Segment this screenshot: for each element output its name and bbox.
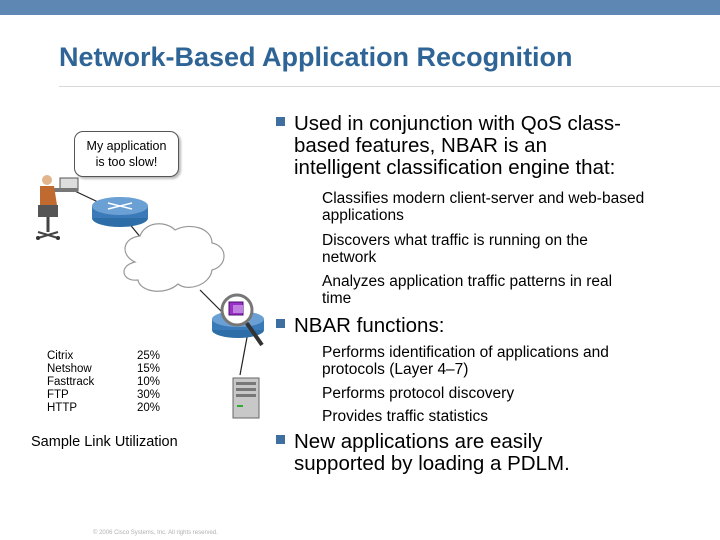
- copyright-footer: © 2006 Cisco Systems, Inc. All rights re…: [93, 530, 218, 536]
- link-router-server: [239, 331, 249, 376]
- bubble-line-2: is too slow!: [95, 155, 158, 169]
- server-icon: [232, 377, 260, 419]
- sub-bullet-identification: Performs identification of applications …: [322, 344, 707, 378]
- wan-cloud-icon: [123, 223, 225, 292]
- sub-bullet-analyzes: Analyzes application traffic patterns in…: [322, 273, 707, 307]
- app-share: 20%: [137, 402, 161, 414]
- sub-bullet-line: network: [322, 249, 377, 266]
- sub-bullet-line: applications: [322, 207, 404, 224]
- share-column: 25% 15% 10% 30% 20%: [137, 350, 160, 415]
- bullet-square-icon: [276, 319, 285, 328]
- top-bar: [0, 0, 720, 15]
- app-share: 25%: [137, 350, 161, 362]
- app-share: 30%: [137, 389, 161, 401]
- user-workstation-icon: [36, 175, 79, 240]
- bullet-square-icon: [276, 435, 285, 444]
- magnifier-icon: [220, 293, 264, 347]
- app-name: Citrix: [47, 350, 74, 362]
- sub-bullet-line: Provides traffic statistics: [322, 408, 488, 425]
- sub-bullet-line: time: [322, 290, 352, 307]
- sub-bullet-statistics: Provides traffic statistics: [322, 408, 707, 425]
- speech-bubble: My application is too slow!: [74, 131, 179, 177]
- sub-bullet-line: Performs identification of applications …: [322, 344, 609, 361]
- sub-bullet-line: Performs protocol discovery: [322, 385, 515, 402]
- bullet-1-line: intelligent classification engine that:: [294, 156, 616, 179]
- app-name: Fasttrack: [47, 376, 95, 388]
- app-share: 15%: [137, 363, 161, 375]
- sub-bullet-discovery: Performs protocol discovery: [322, 385, 707, 402]
- sub-bullet-line: Discovers what traffic is running on the: [322, 232, 588, 249]
- title-divider: [59, 86, 720, 87]
- utilization-caption: Sample Link Utilization: [31, 434, 178, 450]
- bullet-1-line: based features, NBAR is an: [294, 134, 547, 157]
- bubble-line-1: My application: [86, 139, 167, 153]
- sub-bullet-discovers: Discovers what traffic is running on the…: [322, 232, 707, 266]
- sub-bullet-line: protocols (Layer 4–7): [322, 361, 469, 378]
- sub-bullet-classifies: Classifies modern client-server and web-…: [322, 190, 707, 224]
- app-name: Netshow: [47, 363, 92, 375]
- bullet-1-line: Used in conjunction with QoS class-: [294, 112, 622, 135]
- app-name: HTTP: [47, 402, 78, 414]
- router-icon: [92, 197, 148, 227]
- app-column: Citrix Netshow Fasttrack FTP HTTP: [47, 350, 94, 415]
- slide-title: Network-Based Application Recognition: [59, 42, 573, 72]
- app-share: 10%: [137, 376, 161, 388]
- bullet-3-line: New applications are easily: [294, 430, 543, 453]
- app-name: FTP: [47, 389, 69, 401]
- bullet-3-line: supported by loading a PDLM.: [294, 452, 570, 475]
- bullet-2-line: NBAR functions:: [294, 314, 445, 337]
- bullet-square-icon: [276, 117, 285, 126]
- sub-bullet-line: Classifies modern client-server and web-…: [322, 190, 645, 207]
- sub-bullet-line: Analyzes application traffic patterns in…: [322, 273, 613, 290]
